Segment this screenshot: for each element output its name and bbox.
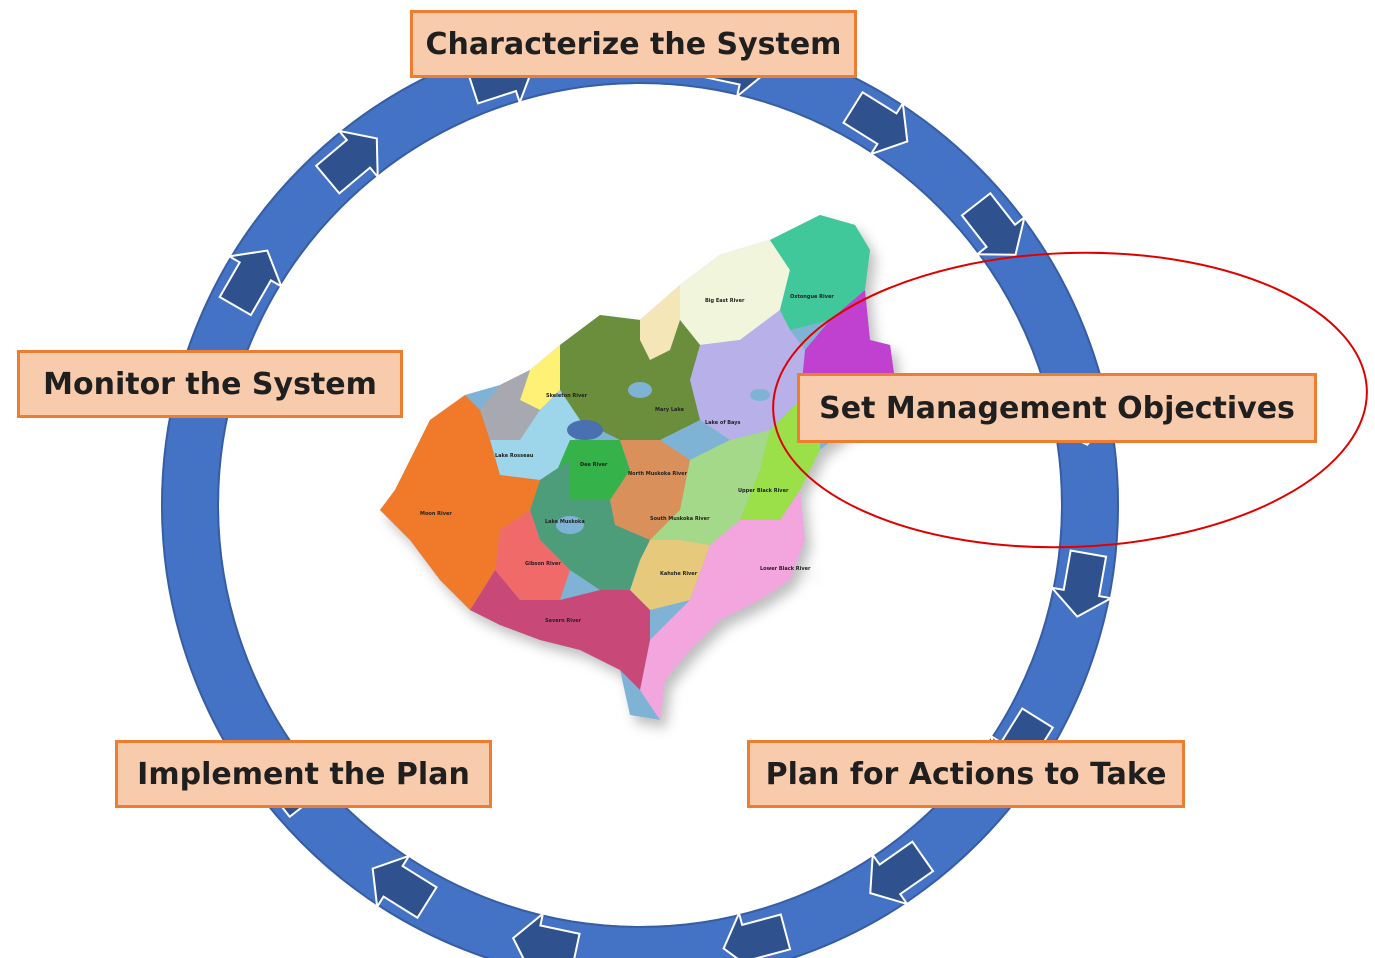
map-region-label: Mary Lake [655, 407, 685, 413]
cycle-arrow-chevron [1049, 549, 1114, 618]
map-region-label: North Muskoka River [628, 471, 688, 477]
stage-implement-plan: Implement the Plan [115, 740, 492, 808]
map-region-label: Lake of Bays [705, 420, 741, 426]
stage-label: Characterize the System [425, 26, 842, 62]
stage-label: Plan for Actions to Take [765, 756, 1167, 792]
map-region-label: Lake Muskoka [545, 519, 585, 525]
highlight-ellipse [772, 251, 1368, 549]
map-region-label: Severn River [545, 618, 582, 624]
map-region-label: Big East River [705, 298, 745, 304]
map-region-label: Lake Rosseau [495, 453, 534, 459]
stage-label: Implement the Plan [137, 756, 470, 792]
watershed-map-icon: Big East River Oxtongue River Mary Lake … [380, 215, 895, 720]
map-region-label: Moon River [420, 511, 452, 517]
map-region-label: South Muskoka River [650, 516, 710, 522]
stage-characterize-system: Characterize the System [410, 10, 857, 78]
stage-label: Set Management Objectives [819, 390, 1295, 426]
stage-set-management-objectives: Set Management Objectives [797, 373, 1317, 443]
map-region-label: Kahshe River [660, 571, 698, 577]
stage-plan-for-actions: Plan for Actions to Take [747, 740, 1185, 808]
cycle-arrow-chevron [842, 90, 909, 157]
map-region-label: Skeleton River [546, 393, 588, 399]
map-region-label: Upper Black River [738, 488, 789, 494]
map-region-label: Dee River [580, 462, 608, 468]
stage-monitor-system: Monitor the System [17, 350, 403, 418]
cycle-arrow-chevron [218, 249, 284, 317]
cycle-arrow-chevron [722, 910, 792, 958]
map-region-label: Gibson River [525, 561, 561, 567]
stage-label: Monitor the System [43, 366, 377, 402]
map-region-label: Oxtongue River [790, 294, 834, 300]
map-region-label: Lower Black River [760, 566, 811, 572]
cycle-arrow-chevron [960, 191, 1027, 256]
cycle-arrow-chevron [869, 840, 935, 906]
cycle-arrow-chevron [314, 129, 379, 195]
cycle-arrow-chevron [371, 853, 438, 920]
